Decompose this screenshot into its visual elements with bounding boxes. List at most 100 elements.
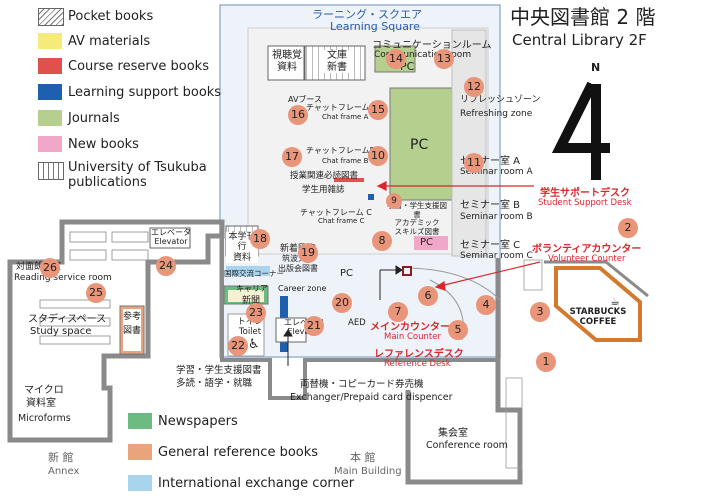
career-en: Career zone bbox=[278, 284, 327, 293]
seminar-a-jp: セミナー室 A bbox=[460, 156, 521, 167]
communication-room-jp: コミュニケーションルーム bbox=[372, 40, 492, 51]
seminar-b-jp: セミナー室 B bbox=[460, 200, 521, 211]
pin-24: 24 bbox=[156, 256, 176, 276]
reference-desk-en: Reference Desk bbox=[384, 359, 451, 369]
pin-26: 26 bbox=[40, 258, 60, 278]
legend-label-tsukuba-2: publications bbox=[68, 175, 147, 190]
learning-square-en: Learning Square bbox=[330, 20, 420, 33]
north-letter-label: N bbox=[591, 61, 601, 74]
legend-swatch-learning bbox=[38, 84, 62, 100]
legend-swatch-tsukuba bbox=[38, 162, 64, 180]
learning-square-jp: ラーニング・スクエア bbox=[312, 8, 422, 21]
conference-jp: 集会室 bbox=[438, 428, 468, 439]
legend-label-reference: General reference books bbox=[158, 445, 319, 460]
pin-11: 11 bbox=[464, 153, 484, 173]
pin-18: 18 bbox=[250, 229, 270, 249]
annex-en: Annex bbox=[48, 466, 80, 477]
annex-wall bbox=[7, 219, 225, 443]
annex-jp: 新 館 bbox=[48, 451, 74, 464]
legend-label-av: AV materials bbox=[68, 34, 151, 49]
pin-12: 12 bbox=[464, 77, 484, 97]
chat-b-jp: チャットフレームB bbox=[306, 146, 376, 155]
pin-15: 15 bbox=[368, 100, 388, 120]
pin-2: 2 bbox=[618, 218, 638, 238]
student-support-en: Student Support Desk bbox=[538, 198, 632, 208]
main-building-en: Main Building bbox=[334, 466, 402, 477]
jugyo-label: 授業関連必読図書 bbox=[290, 171, 359, 181]
shinbun-label: 新聞 bbox=[242, 296, 261, 306]
study-books-l2: 多読・語学・就職 bbox=[176, 378, 253, 389]
main-counter-jp: メインカウンター bbox=[370, 322, 450, 333]
pc-small-label: PC bbox=[420, 237, 434, 248]
bunko-label: 文庫新書 bbox=[322, 50, 352, 73]
seminar-c-jp: セミナー室 C bbox=[460, 240, 521, 251]
study-space-en: Study space bbox=[30, 326, 92, 337]
kokusai-label: 国際交流コーナー bbox=[224, 269, 284, 278]
conference-en: Conference room bbox=[426, 440, 508, 451]
shichokaku-label: 視聴覚資料 bbox=[272, 50, 302, 73]
reference-desk-jp: レファレンスデスク bbox=[374, 349, 464, 360]
legend-swatch-reserve bbox=[38, 58, 62, 74]
legend-swatch-newspapers bbox=[128, 413, 152, 429]
refreshing-jp: リフレッシュゾーン bbox=[460, 95, 541, 105]
av-shelf bbox=[267, 45, 305, 81]
legend-label-pocket: Pocket books bbox=[68, 9, 154, 24]
legend-swatch-journals bbox=[38, 110, 62, 126]
legend-swatch-reference bbox=[128, 444, 152, 460]
seminar-c-en: Seminar room C bbox=[460, 251, 533, 261]
seminar-block bbox=[451, 29, 487, 257]
legend-swatch-intl bbox=[128, 475, 152, 491]
aed-label: AED bbox=[348, 318, 366, 328]
communication-room-en: Communication room bbox=[374, 50, 472, 60]
exchanger-en: Exchanger/Prepaid card dispencer bbox=[290, 392, 453, 403]
pin-23: 23 bbox=[246, 303, 266, 323]
pin-19: 19 bbox=[298, 243, 318, 263]
main-counter-en: Main Counter bbox=[384, 332, 441, 342]
pin-13: 13 bbox=[434, 49, 454, 69]
annex-tables bbox=[39, 231, 149, 345]
exchanger-jp: 両替機・コピーカード券売機 bbox=[300, 379, 424, 390]
pin-9: 9 bbox=[386, 193, 402, 209]
pc-center-label: PC bbox=[410, 137, 429, 153]
microforms-jp1: マイクロ bbox=[24, 385, 64, 396]
chat-a-en: Chat frame A bbox=[322, 113, 369, 121]
pc-lower-label: PC bbox=[340, 268, 354, 279]
pin-20: 20 bbox=[332, 293, 352, 313]
microforms-en: Microforms bbox=[18, 413, 71, 424]
main-wall-middle bbox=[220, 236, 498, 400]
legend-label-tsukuba: University of Tsukuba bbox=[68, 160, 207, 175]
legend-swatch-newbooks bbox=[38, 136, 62, 152]
main-building-jp: 本 館 bbox=[350, 451, 376, 464]
legend-label-learning: Learning support books bbox=[68, 85, 222, 100]
exchanger-icon bbox=[402, 266, 412, 276]
pin-5: 5 bbox=[448, 320, 468, 340]
study-space-jp: スタディスペース bbox=[28, 314, 107, 325]
shinsho-newbooks-label: 新着図書 筑波大学 出版会図書 bbox=[278, 244, 318, 273]
pc-area bbox=[389, 87, 453, 201]
legend-label-newbooks: New books bbox=[68, 137, 139, 152]
microforms-jp2: 資料室 bbox=[26, 398, 56, 409]
chat-c-en: Chat frame C bbox=[318, 217, 365, 225]
starbucks-outline bbox=[554, 266, 642, 342]
pin-14: 14 bbox=[386, 49, 406, 69]
volunteer-jp: ボランティアカウンター bbox=[532, 244, 642, 255]
sanko-label: 参考図書 bbox=[123, 312, 142, 337]
north-arrow bbox=[551, 81, 610, 180]
intl-exchange-shelf bbox=[226, 266, 270, 276]
pin-6: 6 bbox=[418, 286, 438, 306]
pin-22: 22 bbox=[228, 336, 248, 356]
gakusei-zasshi-label: 学生用雑誌 bbox=[302, 185, 345, 195]
gakushu-shien-label: 学習・学生支援図書 アカデミック スキルズ図書 bbox=[387, 201, 447, 236]
reading-service-en: Reading service room bbox=[14, 273, 112, 283]
legend-label-reserve: Course reserve books bbox=[68, 59, 209, 74]
av-booth-label: AVブース bbox=[288, 95, 323, 104]
title-jp: 中央図書館 2 階 bbox=[510, 5, 656, 29]
refreshing-en: Refreshing zone bbox=[460, 109, 533, 119]
legend-label-newspapers: Newspapers bbox=[158, 414, 238, 429]
legend-label-journals: Journals bbox=[68, 111, 120, 126]
pin-17: 17 bbox=[282, 147, 302, 167]
pin-21: 21 bbox=[304, 316, 324, 336]
